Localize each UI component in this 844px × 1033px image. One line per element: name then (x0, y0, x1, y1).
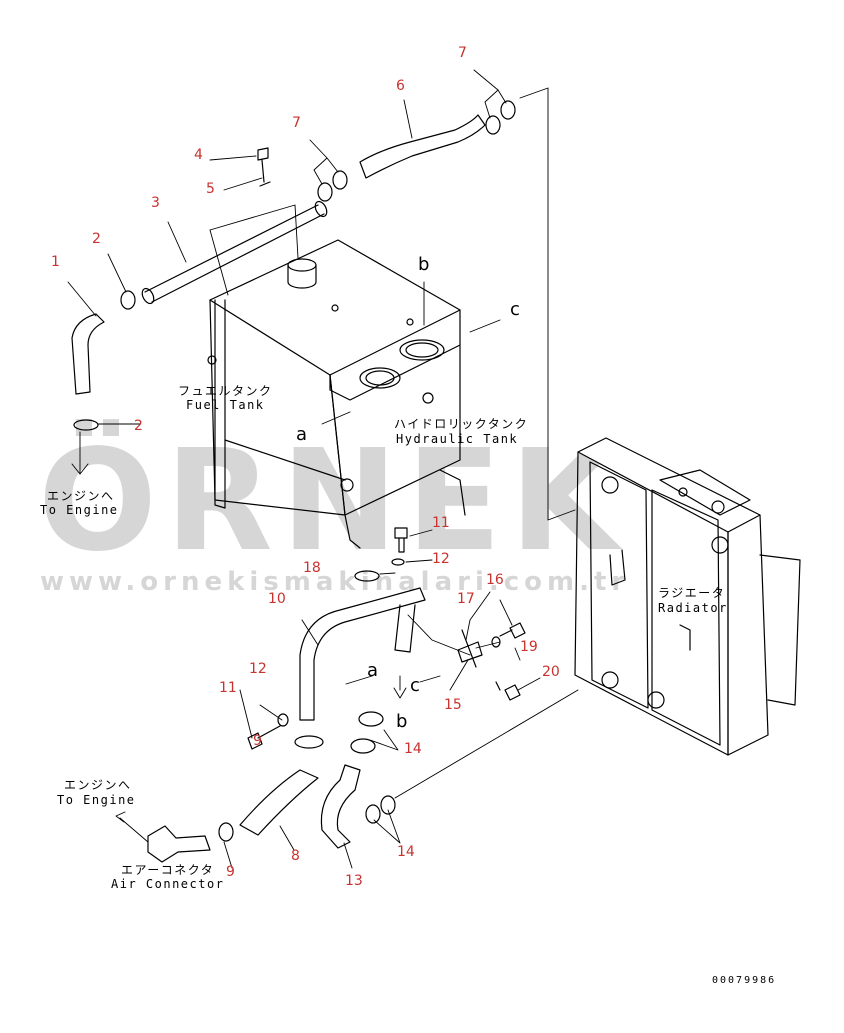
part-number-5: 5 (206, 181, 215, 197)
label-to-engine-en-upper: To Engine (40, 503, 119, 517)
part-number-10: 10 (268, 591, 286, 607)
label-hydraulic-tank-jp: ハイドロリックタンク (394, 417, 529, 431)
leader-lines (67, 69, 579, 869)
hose-13 (320, 764, 361, 849)
part-number-11-upper: 11 (432, 515, 450, 531)
hose-1 (71, 313, 105, 395)
ref-letter-c-lower: c (410, 675, 420, 696)
pipe-3 (141, 200, 328, 305)
part-number-11-lower: 11 (219, 680, 237, 696)
part-number-3: 3 (151, 195, 160, 211)
label-to-engine-jp-lower: エンジンへ (64, 778, 132, 792)
label-radiator-en: Radiator (658, 601, 728, 615)
label-radiator-jp: ラジエータ (658, 586, 726, 600)
part-number-9-upper: 9 (253, 733, 262, 749)
label-hydraulic-tank-en: Hydraulic Tank (396, 432, 519, 446)
part-number-7-left: 7 (292, 115, 301, 131)
label-fuel-tank-en: Fuel Tank (186, 398, 265, 412)
tank-assembly (207, 239, 466, 549)
ref-letter-a-upper: a (296, 424, 308, 445)
part-number-14-upper: 14 (404, 741, 422, 757)
label-air-connector-en: Air Connector (111, 877, 225, 891)
label-to-engine-en-lower: To Engine (57, 793, 136, 807)
part-number-16: 16 (486, 572, 504, 588)
part-number-7-right: 7 (458, 45, 467, 61)
part-number-4: 4 (194, 147, 203, 163)
hose-6 (359, 114, 486, 179)
part-number-13: 13 (345, 873, 363, 889)
part-number-2-lower: 2 (134, 418, 143, 434)
part-number-14-lower: 14 (397, 844, 415, 860)
watermark-url: www.ornekismakinalari.com.tr (40, 567, 630, 597)
part-number-17: 17 (457, 591, 475, 607)
fasteners (247, 147, 526, 750)
part-number-8: 8 (291, 848, 300, 864)
watermark-logo: ÖRNEK (38, 420, 627, 583)
part-number-12-upper: 12 (432, 551, 450, 567)
radiator (574, 437, 801, 756)
label-air-connector-jp: エアーコネクタ (121, 863, 215, 877)
part-number-1: 1 (51, 254, 60, 270)
ref-letter-b-lower: b (396, 711, 408, 732)
part-number-6: 6 (396, 78, 405, 94)
clamps (73, 100, 516, 842)
ref-letter-a-lower: a (367, 660, 379, 681)
document-number: 00079986 (712, 975, 777, 986)
ref-letter-c-upper: c (510, 299, 520, 320)
part-number-15: 15 (444, 697, 462, 713)
part-number-19: 19 (520, 639, 538, 655)
pipe-10 (299, 587, 426, 721)
air-connector (147, 825, 211, 863)
ref-letter-b-upper: b (418, 254, 430, 275)
part-number-9-lower: 9 (226, 864, 235, 880)
label-to-engine-jp-upper: エンジンへ (47, 489, 115, 503)
hose-8 (239, 769, 319, 836)
part-number-20: 20 (542, 664, 560, 680)
part-number-18: 18 (303, 560, 321, 576)
label-fuel-tank-jp: フュエルタンク (178, 384, 273, 398)
part-number-2: 2 (92, 231, 101, 247)
part-number-12-lower: 12 (249, 661, 267, 677)
